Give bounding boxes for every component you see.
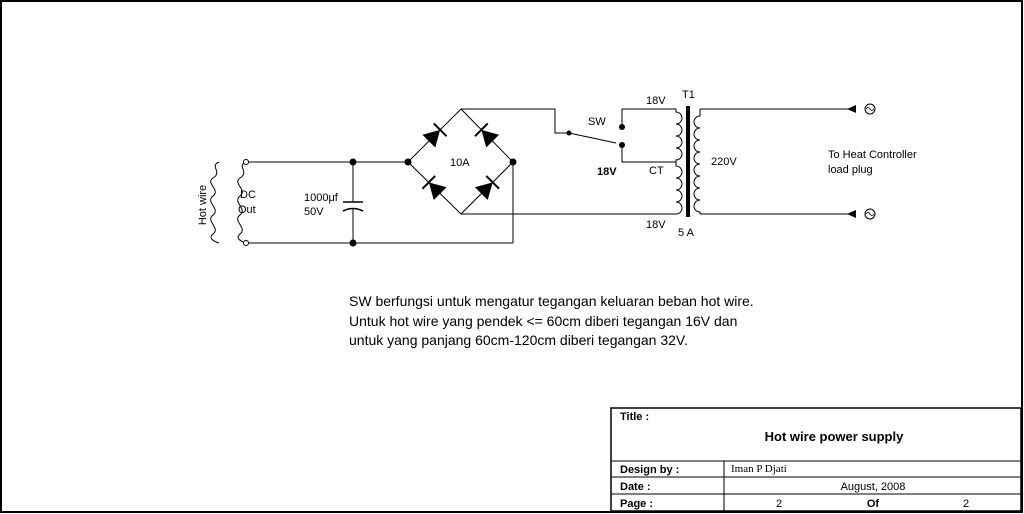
hot-wire-label: Hot wire [197,185,209,225]
secondary-top-voltage: 18V [646,95,666,107]
ac-source-icon [864,103,876,220]
dc-label: DC [240,189,256,201]
secondary-bottom-voltage: 18V [646,219,666,231]
capacitor-voltage: 50V [304,206,324,218]
design-by-label: Design by : [620,464,679,476]
note-line: SW berfungsi untuk mengatur tegangan kel… [349,293,754,309]
transformer-ref: T1 [682,89,695,101]
out-terminal-bottom [243,240,249,246]
drawing-title: Hot wire power supply [765,429,904,444]
bridge-to-switch [461,108,567,134]
ac-input-wires [700,105,856,218]
destination-line2: load plug [828,164,873,176]
primary-voltage: 220V [711,156,737,168]
title-label: Title : [620,411,649,423]
note-line: untuk yang panjang 60cm-120cm diberi teg… [349,332,688,348]
bridge-current-label: 10A [450,157,470,169]
page-number: 2 [776,498,782,510]
transformer [675,106,701,217]
of-label: Of [867,498,880,510]
contact-top-wire [621,108,676,127]
hot-wire-load [210,161,247,244]
page-label: Page : [620,498,653,510]
note-line: Untuk hot wire yang pendek <= 60cm diber… [349,313,737,329]
selected-voltage: 18V [597,166,617,178]
filter-capacitor [342,158,364,247]
capacitor-value: 1000μf [304,192,339,204]
switch-label: SW [588,116,606,128]
center-tap-label: CT [649,165,664,177]
contact-ct-wire [621,145,676,163]
designer-name: Iman P Djati [731,463,787,475]
out-terminal-top [243,159,249,165]
bridge-rectifier [404,108,517,215]
title-block [610,407,1022,512]
destination-line1: To Heat Controller [828,149,917,161]
page-total: 2 [963,498,969,510]
transformer-rating: 5 A [678,227,695,239]
drawing-date: August, 2008 [841,481,906,493]
date-label: Date : [620,481,651,493]
notes: SW berfungsi untuk mengatur tegangan kel… [349,293,754,348]
out-label: Out [238,204,256,216]
